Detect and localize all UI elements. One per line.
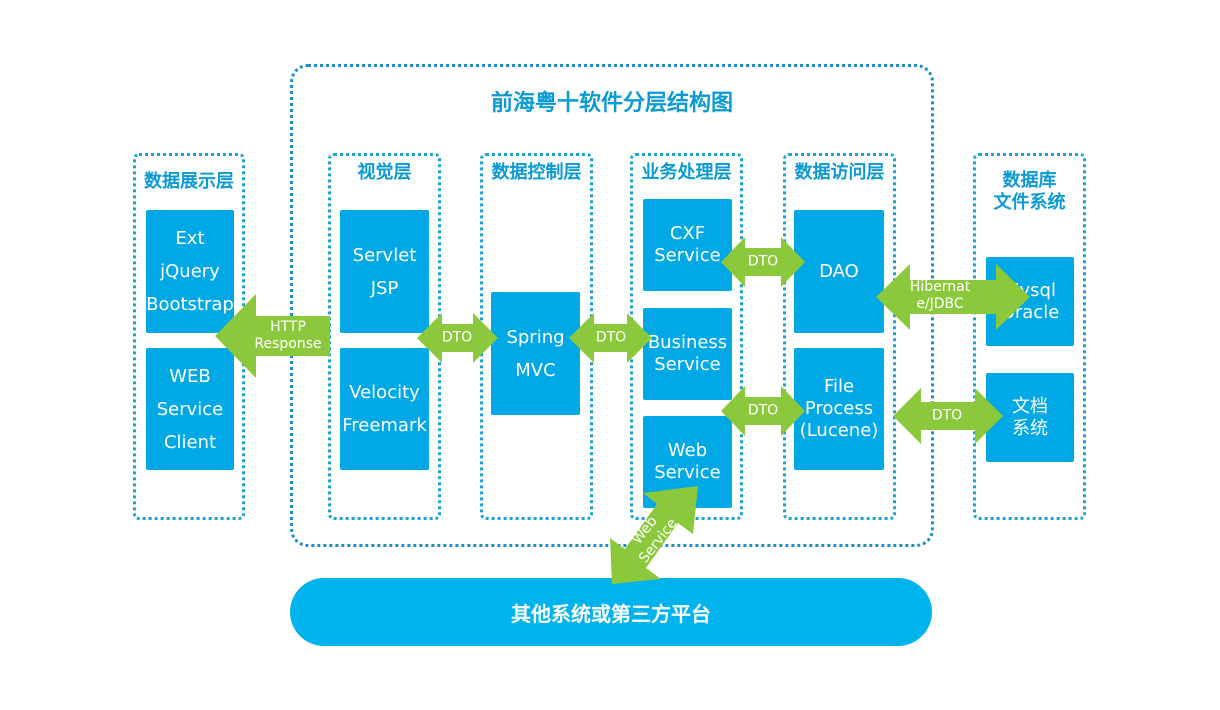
frontend-libs-box: Ext jQuery Bootstrap <box>146 210 234 333</box>
view-layer-heading: 视觉层 <box>357 162 412 183</box>
dto-arrow-control-business <box>569 313 652 363</box>
access-layer-heading: 数据访问层 <box>794 162 885 183</box>
storage-layer-heading: 数据库 文件系统 <box>993 170 1066 213</box>
spring-mvc-box: Spring MVC <box>491 292 580 415</box>
control-layer-heading: 数据控制层 <box>491 162 582 183</box>
hibernate-jdbc-label: Hibernat e/JDBC <box>909 279 971 312</box>
third-party-platform: 其他系统或第三方平台 <box>290 578 932 646</box>
access-layer-frame <box>783 153 896 520</box>
dto-arrow-cxf-dao <box>721 237 805 287</box>
file-process-box: File Process (Lucene) <box>794 348 884 470</box>
business-service-box: Business Service <box>643 308 732 400</box>
hibernate-jdbc-arrow <box>876 264 1030 330</box>
cxf-service-box: CXF Service <box>643 199 732 291</box>
dto-label-cxf-dao: DTO <box>747 253 779 270</box>
dto-label-file-doc: DTO <box>931 407 963 424</box>
dto-label-web-file: DTO <box>747 402 779 419</box>
velocity-freemark-box: Velocity Freemark <box>340 348 429 470</box>
dao-box: DAO <box>794 210 884 333</box>
diagram-title: 前海粤十软件分层结构图 <box>490 91 733 116</box>
dto-label-view-control: DTO <box>441 329 473 346</box>
business-layer-heading: 业务处理层 <box>641 162 732 183</box>
http-response-arrow <box>215 294 330 378</box>
dto-arrow-file-doc <box>893 388 1003 444</box>
dto-arrow-web-file <box>721 386 805 436</box>
web-service-diagonal-arrow <box>610 486 698 584</box>
http-response-label: HTTP Response <box>254 319 322 352</box>
servlet-jsp-box: Servlet JSP <box>340 210 429 333</box>
web-service-client-box: WEB Service Client <box>146 348 234 470</box>
dto-label-control-business: DTO <box>595 329 627 346</box>
dto-arrow-view-control <box>417 313 498 363</box>
presentation-layer-heading: 数据展示层 <box>144 171 234 192</box>
storage-layer-frame <box>973 153 1086 520</box>
